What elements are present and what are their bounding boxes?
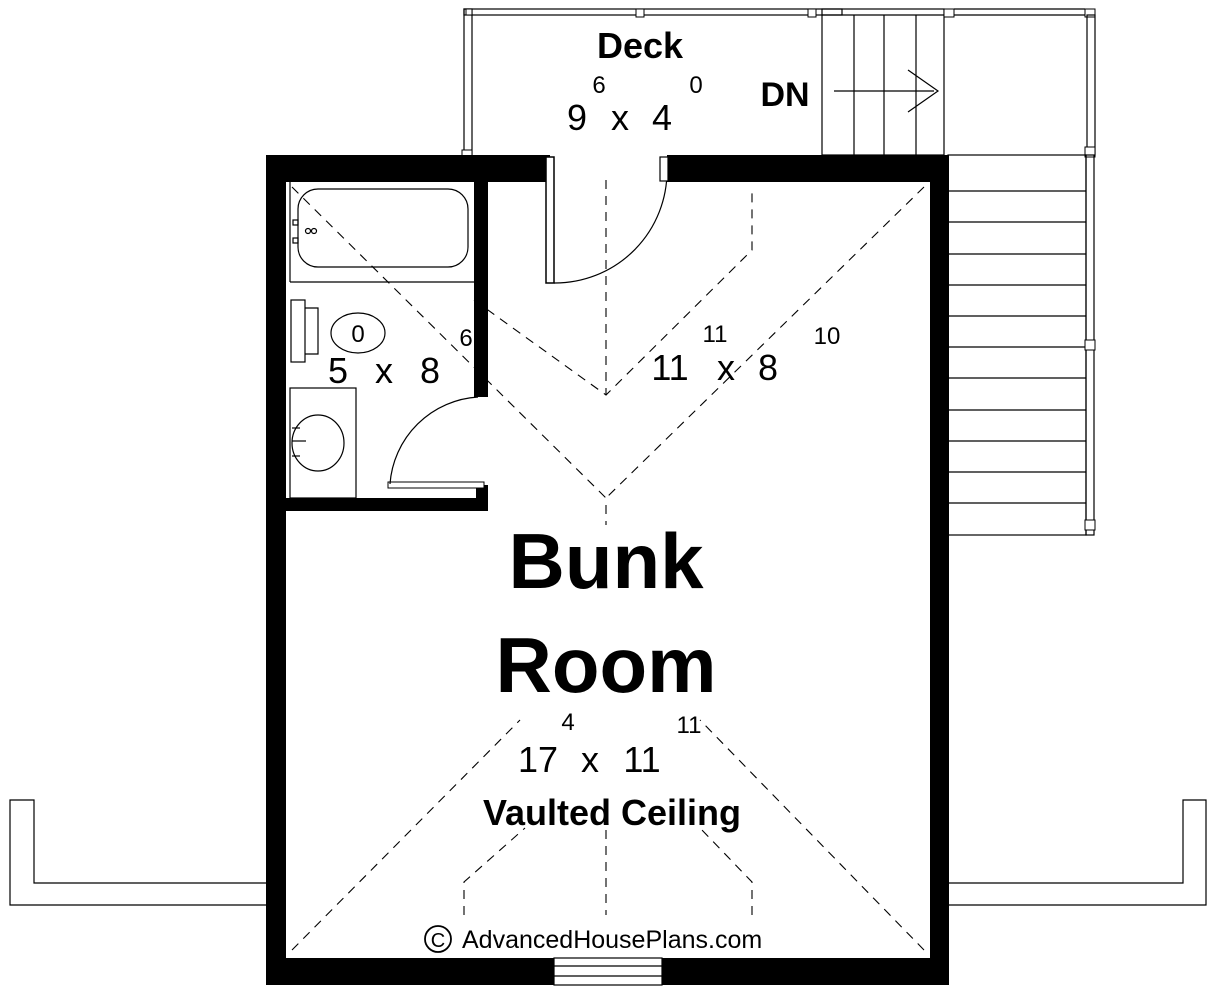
left-wing-outline	[9, 799, 266, 906]
deck-dim-a-sup: 6	[592, 72, 605, 99]
loft-dim-x: x	[717, 347, 735, 388]
vault-lines	[291, 180, 925, 951]
stair-down-label: DN	[760, 76, 809, 114]
bath-dim-a-sup: 0	[351, 321, 364, 348]
entry-door	[545, 156, 669, 284]
bath-dim-b-sup: 6	[459, 325, 472, 352]
toilet	[290, 299, 319, 363]
right-wing-outline	[948, 799, 1207, 906]
vanity-sink	[289, 387, 357, 499]
bath-dim-a: 5	[328, 350, 348, 391]
room-dim-b: 11	[623, 739, 660, 780]
loft-dim-b: 8	[758, 347, 778, 388]
bath-dim-x: x	[375, 350, 393, 391]
loft-dim-b-sup: 10	[814, 323, 841, 350]
deck-dim-a: 9	[567, 97, 587, 138]
room-ceiling-note: Vaulted Ceiling	[483, 792, 741, 833]
deck-dim-b-sup: 0	[689, 72, 702, 99]
loft-dim-a: 11	[651, 347, 688, 388]
deck-name: Deck	[597, 25, 684, 66]
copyright-mark: C	[424, 925, 452, 953]
deck-dim-x: x	[611, 97, 629, 138]
bathtub	[289, 182, 474, 283]
room-name-line2: Room	[496, 621, 717, 709]
exterior-walls	[266, 155, 949, 985]
loft-dim-a-sup: 11	[703, 321, 728, 348]
bottom-window	[553, 957, 663, 986]
deck-dim-b: 4	[652, 97, 672, 138]
stair-direction-arrow	[834, 69, 940, 113]
bath-dim-sup-oval	[330, 312, 386, 354]
room-dim-x: x	[581, 739, 599, 780]
bath-dim-b: 8	[420, 350, 440, 391]
room-name-line1: Bunk	[509, 517, 705, 605]
copyright-symbol: C	[431, 930, 445, 952]
room-dim-b-sup: 11	[677, 712, 702, 739]
stair-upper	[821, 8, 1096, 158]
bathroom-door	[387, 396, 485, 489]
website-credit: AdvancedHousePlans.com	[462, 926, 762, 954]
stair-right	[947, 154, 1096, 536]
room-dim-a-sup: 4	[561, 709, 574, 736]
room-dim-a: 17	[518, 739, 558, 780]
bathroom-walls	[286, 182, 488, 511]
